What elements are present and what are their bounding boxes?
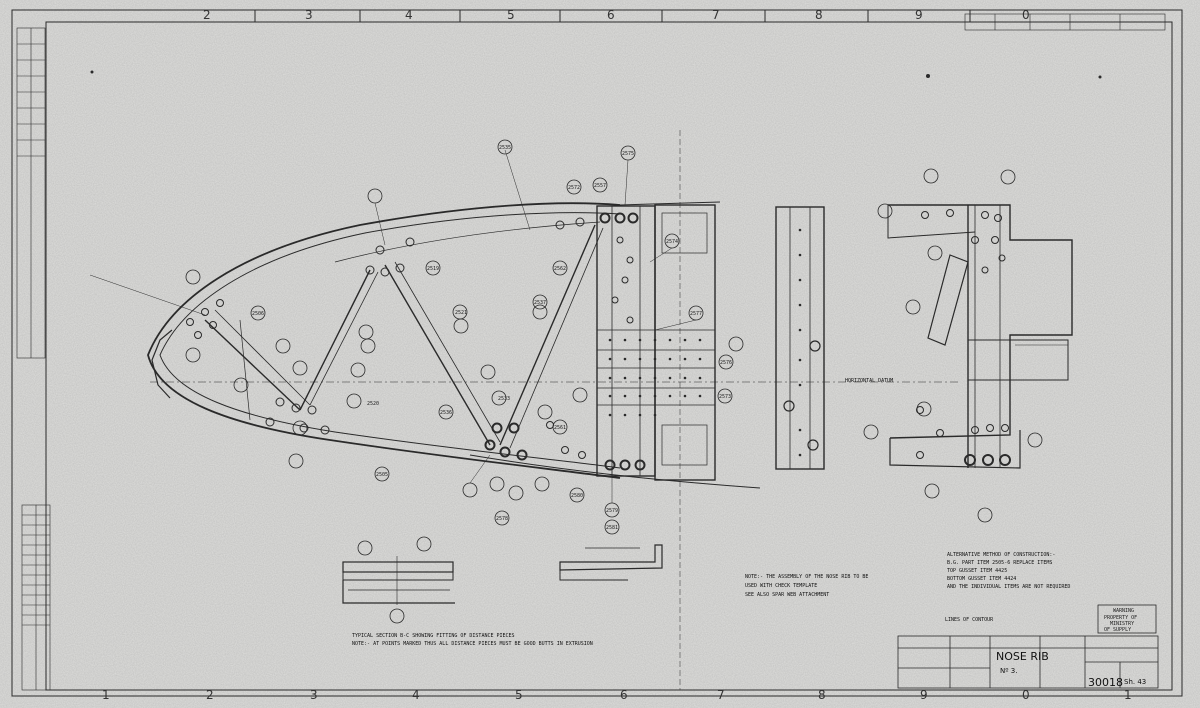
zone-number-top: 8 [815,8,823,22]
misc-marks [90,70,1102,79]
zone-number-top: 9 [915,8,923,22]
rivet-rows-spar [608,338,702,417]
zone-number-bottom: 0 [1022,688,1030,702]
callout-label: 2562 [554,266,566,272]
drawing-border [11,9,1183,697]
callout-label: 2557 [594,183,606,189]
section-channel [559,544,663,581]
datum-label: HORIZONTAL DATUM [845,378,893,384]
revision-strip-lower [21,504,51,691]
callout-label: 2561 [554,425,566,431]
callout-label: 2572 [568,185,580,191]
callout-label: 2520 [367,401,379,407]
alt-method-title: ALTERNATIVE METHOD OF CONSTRUCTION:- [947,552,1055,558]
stamp-line: WARNING [1113,608,1134,614]
ownership-stamp: WARNING PROPERTY OF MINISTRY OF SUPPLY [1097,604,1157,634]
zone-number-bottom: 4 [412,688,420,702]
zone-number-top: 0 [1022,8,1030,22]
assembly-note: NOTE:- THE ASSEMBLY OF THE NOSE RIB TO B… [745,574,868,580]
callout-label: 2581 [606,525,618,531]
callout-label: 2578 [496,516,508,522]
drawing-number: 30018 [1088,676,1123,689]
stamp-line: PROPERTY OF [1104,615,1137,621]
section-caption: TYPICAL SECTION B-C SHOWING FITTING OF D… [352,633,515,639]
alt-method-line: AND THE INDIVIDUAL ITEMS ARE NOT REQUIRE… [947,584,1070,590]
zone-number-bottom: 1 [102,688,110,702]
alt-method-line: BOTTOM GUSSET ITEM 4424 [947,576,1016,582]
alt-method-line: TOP GUSSET ITEM 4425 [947,568,1007,574]
assembly-note: USED WITH CHECK TEMPLATE [745,583,817,589]
stamp-line: OF SUPPLY [1104,627,1131,633]
drawing-subtitle: Nº 3. [1000,667,1017,675]
callout-label: 2579 [606,508,618,514]
alt-method-line: B.G. PART ITEM 2505-6 REPLACE ITEMS [947,560,1052,566]
zone-number-top: 2 [203,8,211,22]
zone-number-bottom: 5 [515,688,523,702]
rib-edge-view [775,206,825,470]
zone-number-bottom: 7 [717,688,725,702]
section-note: NOTE:- AT POINTS MARKED THUS ALL DISTANC… [352,641,593,647]
assembly-note: SEE ALSO SPAR WEB ATTACHMENT [745,592,829,598]
zone-number-bottom: 1 [1124,688,1132,702]
drawing-title: NOSE RIB [996,650,1049,663]
zone-number-top: 3 [305,8,313,22]
callout-label: 2533 [498,396,510,402]
spar-attachment-detail [887,204,1073,469]
zone-markers-bottom: 1 2 3 4 5 6 7 8 9 0 1 [102,688,1132,702]
zone-number-top: 4 [405,8,413,22]
zone-number-bottom: 6 [620,688,628,702]
callout-label: 2576 [720,360,732,366]
callout-label: 2574 [666,239,678,245]
zone-number-bottom: 2 [206,688,214,702]
callout-label: 2575 [622,151,634,157]
callout-label: 2535 [499,145,511,151]
title-block [897,635,1159,689]
callout-label: 2506 [252,311,264,317]
callout-label: 2521 [455,310,467,316]
zone-number-bottom: 9 [920,688,928,702]
callout-label: 2537 [534,300,546,306]
callout-label: 2577 [690,311,702,317]
callout-label: 2505 [376,472,388,478]
section-b-c [342,536,455,624]
sheet-number: Sh. 43 [1124,678,1146,686]
revision-strip-upper [16,27,46,359]
callout-label: 2580 [571,493,583,499]
zone-markers-top: 2 3 4 5 6 7 8 9 0 [203,8,1030,22]
callout-label: 2573 [719,394,731,400]
zone-number-top: 7 [712,8,720,22]
stamp-line: MINISTRY [1110,621,1134,627]
callout-label: 2519 [427,266,439,272]
zone-number-bottom: 8 [818,688,826,702]
detail-rivets [863,168,1043,523]
contour-note: LINES OF CONTOUR [945,617,994,623]
rib-edge-rivets [798,228,802,457]
part-callout-labels: 2506 2520 2505 2533 2537 2561 2575 2577 … [252,145,732,531]
zone-number-top: 6 [607,8,615,22]
zone-number-top: 5 [507,8,515,22]
revision-table-top [964,13,1166,31]
zone-number-bottom: 3 [310,688,318,702]
callout-label: 2536 [440,410,452,416]
leader-lines [89,149,697,503]
